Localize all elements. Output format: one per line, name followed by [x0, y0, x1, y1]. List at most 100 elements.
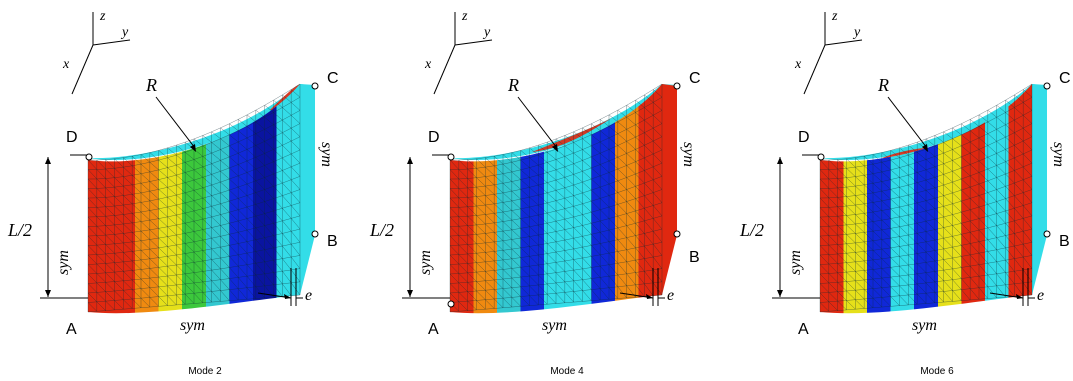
mesh-line — [511, 179, 521, 182]
mesh-line — [167, 144, 177, 149]
mesh-line — [652, 179, 663, 190]
mesh-line — [925, 156, 935, 160]
mesh-line — [996, 173, 1006, 178]
mesh-line — [87, 207, 98, 217]
mesh-line — [520, 189, 530, 198]
mesh-line — [855, 289, 865, 291]
mesh-line — [96, 215, 106, 218]
mesh-line — [987, 153, 997, 158]
mesh-line — [476, 242, 486, 245]
mesh-line — [996, 223, 1006, 226]
mesh-line — [291, 110, 301, 116]
mesh-line — [617, 273, 627, 276]
mesh-line — [617, 117, 627, 123]
mesh-line — [167, 226, 177, 236]
mesh-line — [105, 300, 115, 311]
mesh-line — [149, 297, 159, 307]
mesh-line — [837, 252, 847, 255]
mesh-line — [582, 279, 592, 290]
mesh-line — [291, 176, 301, 180]
mesh-line — [864, 173, 874, 176]
mesh-line — [573, 163, 583, 172]
mesh-line — [591, 278, 601, 289]
mesh-line — [176, 194, 186, 204]
mesh-line — [828, 178, 838, 189]
mesh-line — [264, 210, 274, 214]
mesh-line — [529, 147, 539, 156]
mesh-line — [105, 197, 115, 207]
mesh-line — [520, 206, 530, 210]
mesh-line — [855, 204, 865, 214]
axis-z-label: z — [461, 9, 468, 24]
mesh-line — [237, 277, 248, 288]
mesh-line — [626, 186, 636, 190]
mesh-line — [819, 301, 829, 303]
mesh-line — [564, 177, 574, 186]
mesh-line — [105, 158, 115, 160]
mesh-line — [952, 279, 962, 290]
mesh-line — [828, 235, 838, 245]
mesh-line — [485, 270, 495, 272]
mesh-line — [547, 220, 557, 224]
mesh-line — [264, 149, 274, 154]
mesh-line — [176, 174, 186, 183]
mesh-line — [220, 257, 230, 268]
mesh-line — [855, 165, 865, 168]
mesh-line — [123, 222, 133, 225]
mesh-line — [476, 158, 486, 168]
mesh-line — [547, 241, 557, 244]
mesh-line — [511, 152, 521, 161]
mesh-line — [564, 208, 574, 218]
mesh-line — [652, 102, 663, 111]
mesh-line — [520, 295, 530, 297]
mesh-line — [582, 300, 592, 302]
mesh-line — [494, 288, 504, 290]
mesh-line — [114, 271, 124, 281]
mesh-line — [291, 228, 301, 232]
mesh-line — [916, 273, 927, 284]
mesh-line — [493, 270, 504, 280]
mesh-line — [573, 246, 583, 250]
mesh-line — [547, 272, 557, 275]
mesh-line — [158, 257, 168, 267]
mesh-line — [211, 236, 221, 239]
mesh-line — [564, 229, 574, 239]
mesh-line — [158, 275, 168, 278]
mesh-line — [1022, 205, 1033, 217]
mesh-line — [246, 276, 257, 287]
mesh-line — [449, 292, 460, 303]
mesh-line — [211, 203, 221, 207]
mesh-line — [458, 178, 468, 189]
mesh-line — [908, 182, 918, 186]
mesh-line — [546, 233, 557, 242]
mesh-line — [934, 218, 944, 228]
mesh-line — [87, 235, 98, 246]
mesh-line — [220, 149, 230, 158]
mesh-line — [255, 204, 265, 214]
mesh-line — [819, 282, 829, 284]
mesh-line — [87, 282, 97, 284]
mesh-line — [131, 165, 142, 174]
mesh-line — [934, 292, 944, 303]
mesh-line — [908, 214, 918, 224]
mesh-line — [987, 168, 997, 178]
mesh-line — [1005, 284, 1015, 297]
mesh-line — [185, 152, 195, 160]
mesh-line — [819, 292, 830, 303]
mesh-line — [282, 243, 292, 247]
mesh-line — [96, 292, 106, 302]
mesh-line — [193, 135, 203, 140]
mesh-line — [449, 245, 460, 255]
panel-caption: Mode 6 — [920, 366, 954, 377]
mesh-line — [131, 241, 142, 251]
mesh-line — [855, 232, 865, 234]
mesh-line — [881, 276, 891, 279]
mesh-line — [529, 154, 539, 158]
mesh-line — [908, 164, 918, 173]
mesh-line — [564, 239, 574, 250]
mesh-line — [864, 230, 874, 233]
mesh-line — [899, 246, 909, 256]
mesh-line — [626, 117, 636, 125]
mesh-line — [123, 232, 133, 234]
mesh-line — [476, 214, 486, 216]
